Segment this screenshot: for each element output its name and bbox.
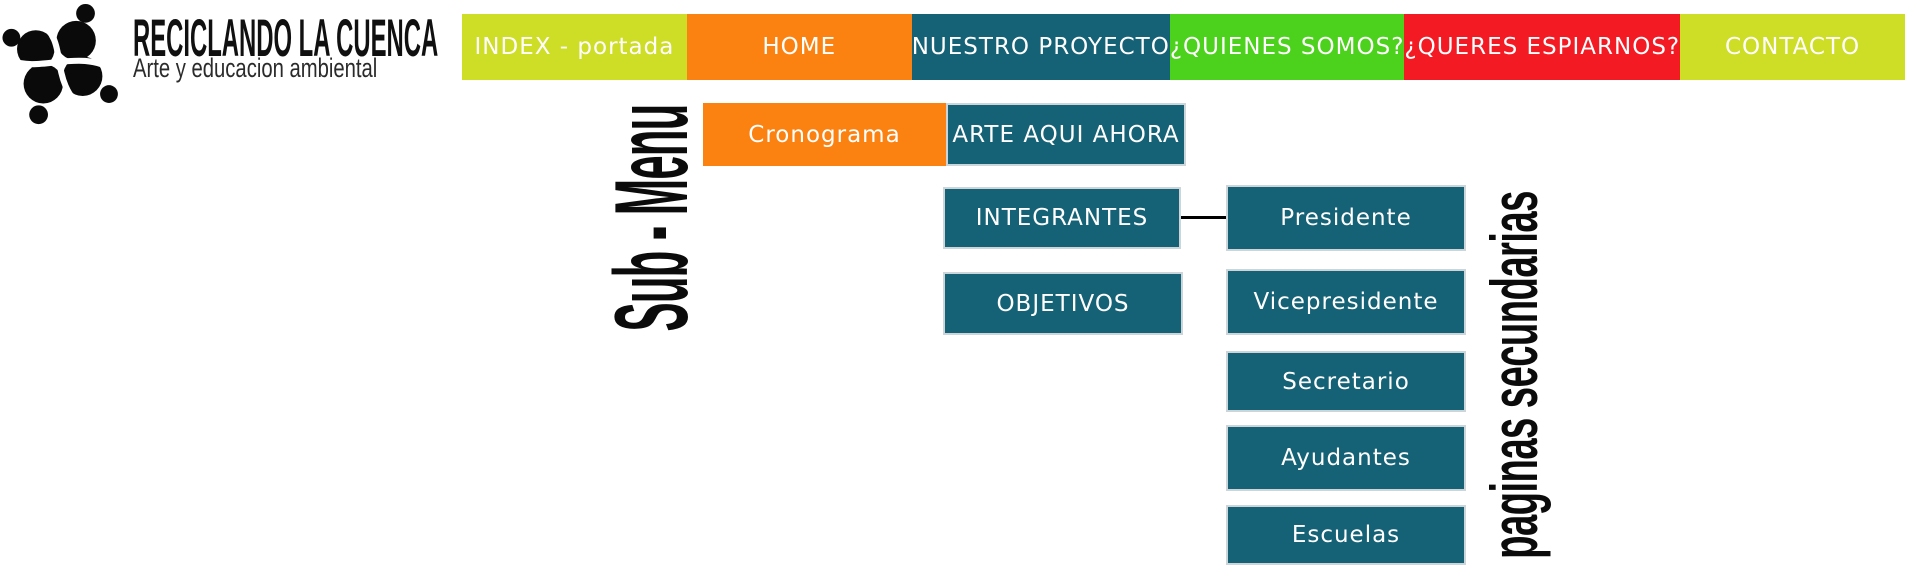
main-nav-bar: INDEX - portada HOME NUESTRO PROYECTO ¿Q… <box>462 14 1905 80</box>
nav-item-quienes-somos[interactable]: ¿QUIENES SOMOS? <box>1169 14 1405 80</box>
secondary-pages-vertical-label: paginas secundarias <box>1477 191 1551 559</box>
nav-item-index[interactable]: INDEX - portada <box>462 14 687 80</box>
secondary-page-vicepresidente[interactable]: Vicepresidente <box>1226 269 1466 335</box>
submenu-item-objetivos[interactable]: OBJETIVOS <box>943 272 1183 335</box>
recycling-people-icon <box>2 3 120 125</box>
nav-item-nuestro-proyecto[interactable]: NUESTRO PROYECTO <box>911 14 1170 80</box>
site-title: RECICLANDO LA CUENCA <box>133 9 439 68</box>
nav-item-queres-espiarnos[interactable]: ¿QUERES ESPIARNOS? <box>1404 14 1681 80</box>
secondary-page-escuelas[interactable]: Escuelas <box>1226 505 1466 565</box>
nav-item-contacto[interactable]: CONTACTO <box>1680 14 1905 80</box>
secondary-page-secretario[interactable]: Secretario <box>1226 351 1466 412</box>
sub-menu-vertical-label: Sub - Menu <box>594 104 710 332</box>
secondary-page-ayudantes[interactable]: Ayudantes <box>1226 425 1466 491</box>
secondary-page-presidente[interactable]: Presidente <box>1226 185 1466 251</box>
submenu-item-cronograma[interactable]: Cronograma <box>703 103 946 166</box>
connector-line <box>1181 216 1226 219</box>
submenu-item-arte-aqui-ahora[interactable]: ARTE AQUI AHORA <box>946 103 1186 166</box>
site-subtitle: Arte y educacion ambiental <box>133 53 378 83</box>
submenu-item-integrantes[interactable]: INTEGRANTES <box>943 187 1181 249</box>
nav-item-home[interactable]: HOME <box>686 14 912 80</box>
